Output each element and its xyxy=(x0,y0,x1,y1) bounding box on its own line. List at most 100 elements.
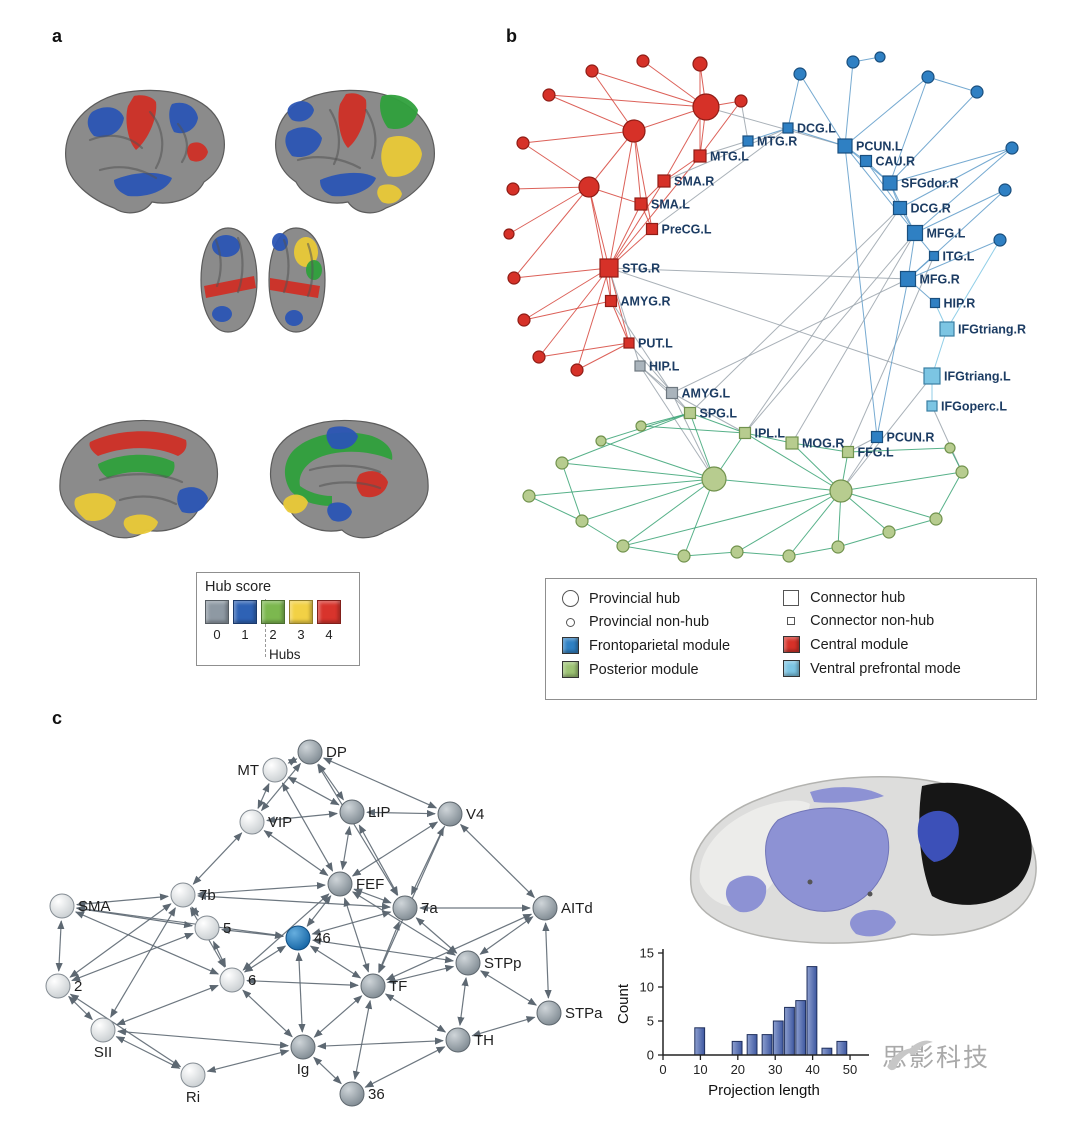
legend-fill-icon xyxy=(782,660,800,677)
graph-edge xyxy=(384,993,447,1033)
node-5 xyxy=(194,915,220,941)
node-PUT.L xyxy=(623,337,635,349)
graph-edge xyxy=(689,412,746,434)
legend-item: Ventral prefrontal mode xyxy=(781,660,1022,677)
node-label-SMA: SMA xyxy=(78,898,111,915)
legend-item: Provincial non-hub xyxy=(560,614,775,630)
graph-edge xyxy=(788,546,839,557)
graph-edge xyxy=(581,520,624,547)
node-label-AMYG.R: AMYG.R xyxy=(621,295,671,309)
graph-edge xyxy=(622,545,685,557)
node-label-DP: DP xyxy=(326,744,347,761)
node-AMYG.L xyxy=(665,386,679,400)
graph-edge xyxy=(548,94,707,108)
graph-edge xyxy=(744,432,842,492)
macaque-purple-patch-lower xyxy=(725,875,767,913)
node-label-MT: MT xyxy=(237,762,259,779)
node-TH xyxy=(445,1027,471,1053)
graph-edge xyxy=(311,910,392,936)
macaque-sulcus-dot-2 xyxy=(867,891,873,897)
graph-edge xyxy=(787,73,801,129)
x-tick-label: 40 xyxy=(805,1062,819,1077)
node-label-HIP.R: HIP.R xyxy=(944,297,976,311)
graph-edge xyxy=(197,882,326,897)
node-IPL.L xyxy=(738,426,752,440)
node-label-MFG.L: MFG.L xyxy=(927,227,966,241)
graph-edge xyxy=(591,70,635,132)
hub-score-swatch-2: 2 xyxy=(261,600,285,642)
hub-score-color-2 xyxy=(261,600,285,624)
x-tick-label: 30 xyxy=(768,1062,782,1077)
histogram-bar xyxy=(694,1027,706,1056)
graph-edge xyxy=(513,186,590,279)
legend-item: Connector non-hub xyxy=(781,613,1022,629)
node-c3 xyxy=(636,54,650,68)
graph-edge xyxy=(622,478,715,547)
node-FEF xyxy=(327,871,353,897)
node-label-LIP: LIP xyxy=(368,804,391,821)
graph-edge xyxy=(576,267,610,371)
node-STPp xyxy=(455,950,481,976)
node-c5 xyxy=(734,94,748,108)
graph-edge xyxy=(309,945,362,979)
node-c11 xyxy=(532,350,546,364)
graph-edge xyxy=(640,412,691,427)
legend-item: Posterior module xyxy=(560,661,775,678)
legend-item-label: Frontoparietal module xyxy=(589,637,731,654)
node-p10 xyxy=(730,545,744,559)
graph-edge xyxy=(522,130,635,144)
node-label-5: 5 xyxy=(223,920,231,937)
graph-edge xyxy=(683,551,738,557)
graph-edge xyxy=(608,203,642,269)
node-f5 xyxy=(970,85,984,99)
graph-edge xyxy=(633,130,642,205)
node-label-MTG.R: MTG.R xyxy=(757,135,797,149)
graph-edge xyxy=(116,984,219,1026)
node-label-MOG.R: MOG.R xyxy=(802,437,844,451)
graph-edge xyxy=(523,267,610,321)
graph-edge xyxy=(55,920,65,972)
legend-fill-icon xyxy=(561,661,579,678)
graph-edge xyxy=(343,897,370,973)
macaque-blue-patch xyxy=(917,810,959,862)
hub-score-value: 3 xyxy=(297,627,305,642)
node-ITG.L xyxy=(928,250,940,262)
graph-edge xyxy=(840,490,937,520)
x-tick-label: 10 xyxy=(693,1062,707,1077)
graph-edge xyxy=(744,207,901,434)
graph-edge xyxy=(206,1049,290,1073)
node-MOG.R xyxy=(785,436,799,450)
legend-item-label: Provincial hub xyxy=(589,590,681,607)
brain-lateral-right xyxy=(275,89,435,214)
node-label-SII: SII xyxy=(94,1044,112,1061)
graph-edge xyxy=(683,478,715,557)
node-label-FEF: FEF xyxy=(356,876,384,893)
node-label-PUT.L: PUT.L xyxy=(638,337,673,351)
graph-edge xyxy=(622,490,842,547)
graph-edge xyxy=(313,1056,342,1085)
graph-edge xyxy=(899,147,1013,209)
node-36 xyxy=(339,1081,365,1107)
node-label-PreCG.L: PreCG.L xyxy=(662,223,712,237)
legend-circle-sm-icon xyxy=(565,617,575,627)
node-p15 xyxy=(955,465,969,479)
node-label-SMA.R: SMA.R xyxy=(674,175,714,189)
hub-score-value: 0 xyxy=(213,627,221,642)
node-c9 xyxy=(507,271,521,285)
graph-edge xyxy=(317,1037,444,1050)
graph-edge xyxy=(523,300,612,321)
node-IFGtriang.R xyxy=(939,321,955,337)
node-f3 xyxy=(874,51,886,63)
node-f7 xyxy=(998,183,1012,197)
node-p16 xyxy=(944,442,956,454)
node-label-FFG.L: FFG.L xyxy=(858,446,894,460)
graph-edge xyxy=(561,462,583,522)
node-c4 xyxy=(692,56,708,72)
hub-score-legend-title: Hub score xyxy=(205,579,272,595)
node-label-V4: V4 xyxy=(466,806,484,823)
node-p4 xyxy=(555,456,569,470)
node-f8 xyxy=(993,233,1007,247)
graph-edge xyxy=(876,278,909,438)
node-label-MFG.R: MFG.R xyxy=(920,273,960,287)
